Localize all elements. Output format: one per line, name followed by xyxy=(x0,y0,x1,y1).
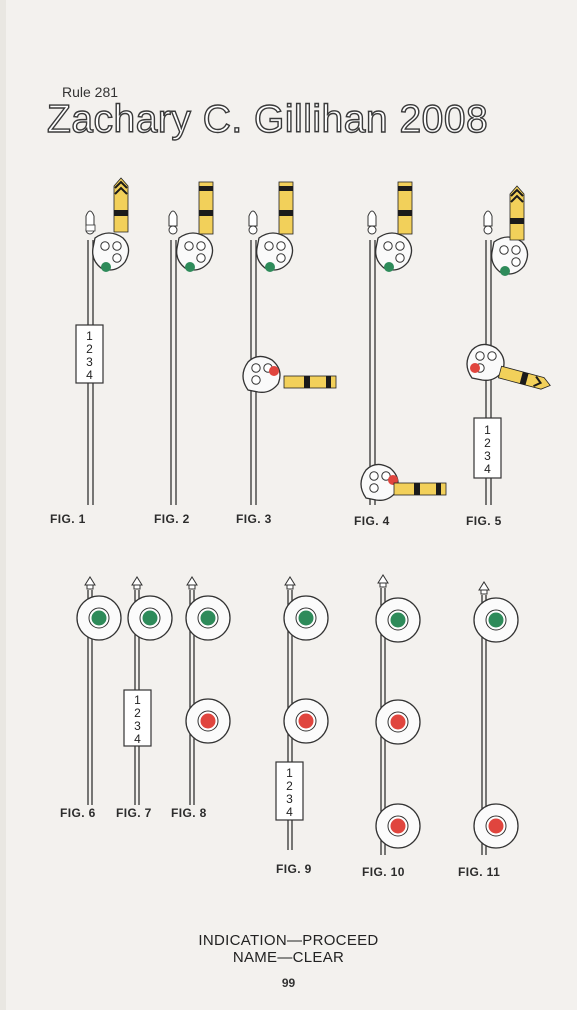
name-text: NAME—CLEAR xyxy=(232,949,345,966)
fig-6-green-light xyxy=(91,610,107,626)
fig-4-lower-blade xyxy=(393,482,447,496)
fig-3-upper-blade xyxy=(278,181,294,235)
plate-digit: 1 xyxy=(484,423,491,437)
fig-9-red-light xyxy=(298,713,314,729)
fig-11-red-light xyxy=(488,818,504,834)
fig-2-green-light xyxy=(185,262,195,272)
fig-5-lower-blade xyxy=(497,365,553,393)
fig-6-signal xyxy=(76,576,122,805)
plate-digit: 3 xyxy=(286,792,293,806)
fig-11-label: FIG. 11 xyxy=(458,865,500,879)
fig-3-label: FIG. 3 xyxy=(236,512,272,526)
fig-10-signal xyxy=(375,574,421,855)
fig-9-green-light xyxy=(298,610,314,626)
fig-5-signal xyxy=(466,185,553,505)
fig-7-label: FIG. 7 xyxy=(116,806,152,820)
fig-9-signal xyxy=(275,576,329,850)
fig-5-upper-blade xyxy=(509,185,525,241)
fig-1-label: FIG. 1 xyxy=(50,512,86,526)
fig-2-label: FIG. 2 xyxy=(154,512,190,526)
number-plate-fig-9: 1 2 3 4 xyxy=(286,766,293,819)
plate-digit: 2 xyxy=(86,342,93,356)
fig-4-label: FIG. 4 xyxy=(354,514,390,528)
fig-4-signal xyxy=(360,181,447,505)
fig-5-label: FIG. 5 xyxy=(466,514,502,528)
indication-text: INDICATION—PROCEED xyxy=(198,932,379,949)
fig-10-red-light-lower xyxy=(390,818,406,834)
plate-digit: 2 xyxy=(286,779,293,793)
plate-digit: 1 xyxy=(286,766,293,780)
fig-8-red-light xyxy=(200,713,216,729)
watermark: Zachary C. Gillihan 2008 xyxy=(46,97,489,141)
fig-3-lower-blade xyxy=(283,375,337,389)
fig-1-blade xyxy=(113,177,129,233)
fig-3-green-light xyxy=(265,262,275,272)
number-plate-fig-5: 1 2 3 4 xyxy=(484,423,491,476)
fig-6-label: FIG. 6 xyxy=(60,806,96,820)
fig-5-red-light xyxy=(470,363,480,373)
fig-2-signal xyxy=(168,181,214,505)
fig-8-label: FIG. 8 xyxy=(171,806,207,820)
fig-11-signal xyxy=(473,581,519,855)
fig-7-green-light xyxy=(142,610,158,626)
plate-digit: 4 xyxy=(286,805,293,819)
fig-10-red-light-upper xyxy=(390,714,406,730)
fig-10-green-light xyxy=(390,612,406,628)
fig-11-green-light xyxy=(488,612,504,628)
plate-digit: 3 xyxy=(484,449,491,463)
number-plate-fig-7: 1 2 3 4 xyxy=(134,693,141,746)
fig-8-signal xyxy=(185,576,231,805)
fig-10-label: FIG. 10 xyxy=(362,865,405,879)
fig-4-green-light xyxy=(384,262,394,272)
fig-3-red-light xyxy=(269,366,279,376)
plate-digit: 4 xyxy=(484,462,491,476)
fig-5-green-light xyxy=(500,266,510,276)
fig-9-label: FIG. 9 xyxy=(276,862,312,876)
page-number: 99 xyxy=(281,976,296,990)
plate-digit: 2 xyxy=(484,436,491,450)
number-plate-fig-1: 1 2 3 4 xyxy=(86,329,93,382)
fig-4-upper-blade xyxy=(397,181,413,235)
plate-digit: 2 xyxy=(134,706,141,720)
fig-8-green-light xyxy=(200,610,216,626)
page-edge xyxy=(0,0,6,1010)
fig-7-signal xyxy=(123,576,173,805)
fig-3-signal xyxy=(242,181,337,505)
fig-2-blade xyxy=(198,181,214,235)
plate-digit: 4 xyxy=(134,732,141,746)
plate-digit: 3 xyxy=(134,719,141,733)
plate-digit: 4 xyxy=(86,368,93,382)
plate-digit: 1 xyxy=(134,693,141,707)
plate-digit: 1 xyxy=(86,329,93,343)
plate-digit: 3 xyxy=(86,355,93,369)
rule-number: Rule 281 xyxy=(62,84,119,100)
fig-1-green-light xyxy=(101,262,111,272)
fig-1-signal xyxy=(75,177,130,505)
fig-4-red-light xyxy=(388,475,398,485)
